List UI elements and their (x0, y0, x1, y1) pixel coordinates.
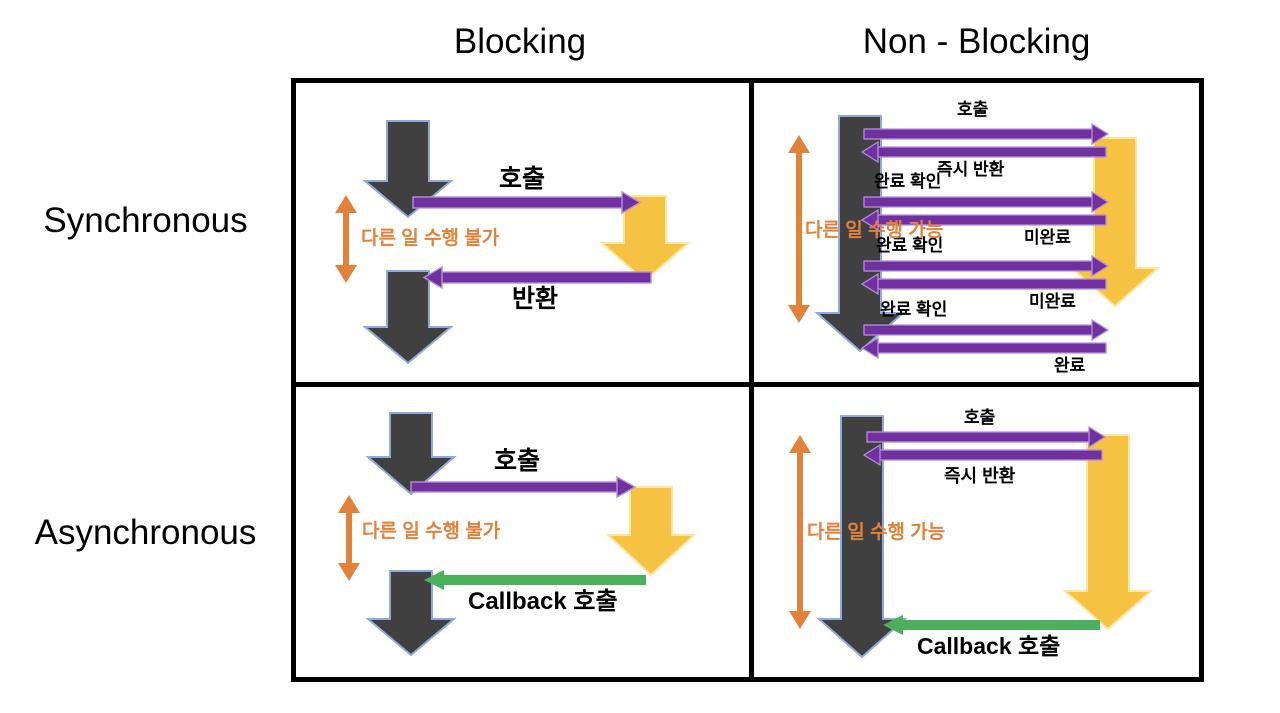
callee-arrow (1062, 434, 1154, 631)
message-label-complete: 완료 (1054, 356, 1086, 375)
message-label-call: 호출 (494, 447, 541, 475)
message-arrow-call-1 (863, 122, 1110, 146)
message-label-poll-2: 완료 확인 (876, 236, 944, 255)
message-arrow-incomplete-2 (860, 272, 1107, 296)
row-header-asynchronous: Asynchronous (34, 513, 257, 552)
vertical-divider (749, 83, 754, 677)
row-header-synchronous: Synchronous (43, 201, 248, 240)
callee-arrow (599, 195, 691, 283)
quadrant-sync-nonblocking-graphics (788, 115, 1161, 360)
note-double-arrow (338, 495, 360, 581)
message-arrow-return (422, 265, 652, 290)
note-label-blocking: 다른 일 수행 불가 (361, 228, 500, 249)
horizontal-divider (296, 382, 1199, 387)
message-label-incomplete-2: 미완료 (1029, 292, 1076, 311)
message-label-return: 즉시 반환 (944, 466, 1016, 486)
message-label-return-1: 즉시 반환 (937, 160, 1005, 179)
message-arrow-callback (424, 570, 646, 590)
note-double-arrow (789, 435, 811, 629)
message-label-poll-1: 완료 확인 (874, 172, 942, 191)
quadrant-async-blocking-graphics (338, 412, 697, 657)
quadrant-asynchronous-non-blocking: 호출 즉시 반환 Callback 호출 다른 일 수행 가능 (754, 387, 1199, 677)
message-label-return: 반환 (512, 285, 559, 313)
quadrant-synchronous-blocking: 호출 반환 다른 일 수행 불가 (296, 83, 749, 382)
message-label-callback: Callback 호출 (468, 588, 618, 615)
note-label-blocking: 다른 일 수행 불가 (362, 521, 501, 542)
message-arrow-complete (860, 336, 1107, 360)
quadrant-asynchronous-blocking: 호출 Callback 호출 다른 일 수행 불가 (296, 387, 749, 677)
quadrant-async-nonblocking-graphics (789, 415, 1154, 659)
message-arrow-call (410, 475, 637, 499)
message-arrow-callback (883, 615, 1100, 635)
note-double-arrow (788, 135, 810, 323)
note-label-non-blocking: 다른 일 수행 가능 (805, 220, 944, 241)
quadrant-sync-blocking-graphics (335, 120, 691, 365)
message-arrow-return (862, 443, 1103, 467)
message-arrow-call (866, 425, 1107, 449)
caller-arrow-top (365, 412, 457, 496)
message-arrow-return-1 (860, 140, 1107, 164)
message-arrow-poll-3 (863, 318, 1110, 342)
column-header-non-blocking: Non - Blocking (862, 22, 1091, 61)
message-label-call: 호출 (499, 165, 546, 193)
message-arrow-incomplete-1 (860, 208, 1107, 232)
message-label-incomplete-1: 미완료 (1024, 228, 1071, 247)
matrix-frame: 호출 반환 다른 일 수행 불가 (291, 78, 1204, 682)
message-label-call: 호출 (964, 408, 996, 427)
message-arrow-poll-2 (863, 254, 1110, 278)
message-arrow-call (412, 190, 642, 215)
message-label-call-1: 호출 (957, 100, 989, 119)
note-label-non-blocking: 다른 일 수행 가능 (807, 522, 946, 543)
callee-arrow (605, 486, 697, 577)
column-header-blocking: Blocking (453, 22, 587, 61)
quadrant-synchronous-non-blocking: 호출 즉시 반환 완료 확인 미완료 완료 확인 미완료 완료 확인 완료 다른… (754, 83, 1199, 382)
message-label-poll-3: 완료 확인 (880, 300, 948, 319)
message-label-callback: Callback 호출 (917, 633, 1061, 659)
note-double-arrow (335, 195, 357, 283)
message-arrow-poll-1 (863, 190, 1110, 214)
